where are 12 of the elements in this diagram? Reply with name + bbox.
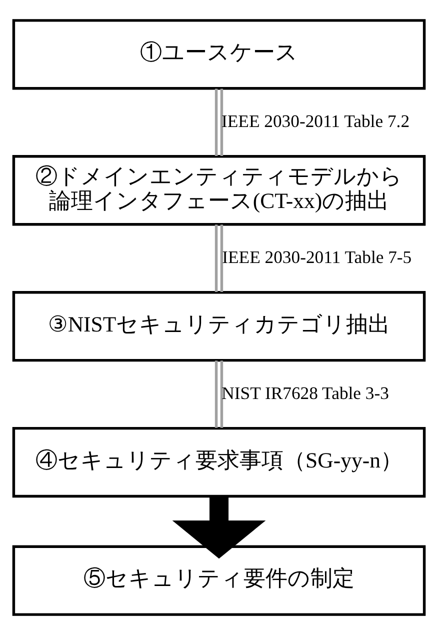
node-box: ③NISTセキュリティカテゴリ抽出 [12, 291, 426, 362]
edge-label: IEEE 2030-2011 Table 7-5 [222, 246, 412, 267]
node-box: ⑤セキュリティ要件の制定 [12, 545, 426, 616]
connector [214, 88, 224, 156]
edge-label: IEEE 2030-2011 Table 7.2 [222, 111, 410, 132]
arrow [172, 496, 266, 559]
connector [214, 360, 224, 428]
node-box: ④セキュリティ要求事項（SG-yy-n） [12, 426, 426, 498]
node-box: ②ドメインエンティティモデルから論理インタフェース(CT-xx)の抽出 [12, 155, 426, 226]
edge-label: NIST IR7628 Table 3-3 [222, 382, 389, 403]
connector [214, 224, 224, 292]
node-box: ①ユースケース [12, 19, 426, 90]
